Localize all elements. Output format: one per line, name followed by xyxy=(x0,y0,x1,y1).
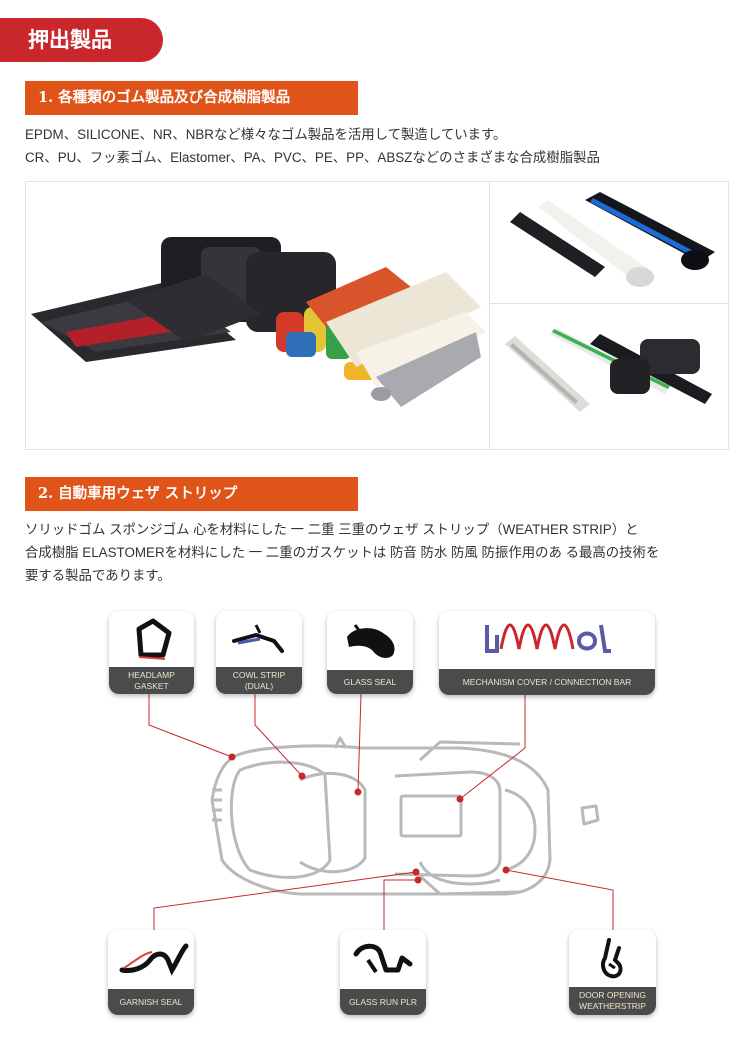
section-heading-weather-strip: 2. 自動車用ウェザ ストリップ xyxy=(25,477,358,511)
card-garnish-seal: GARNISH SEAL xyxy=(108,930,194,1015)
section2-line-3: 要する製品であります。 xyxy=(25,568,171,583)
door-opening-icon xyxy=(601,938,623,979)
section2-text: ソリッドゴム スポンジゴム 心を材料にした 一 二重 三重のウェザ ストリップ（… xyxy=(25,518,735,587)
page-title: 押出製品 xyxy=(0,18,163,62)
card-mechanism-cover: MECHANISM COVER / CONNECTION BAR xyxy=(439,611,655,695)
card-glass-seal: GLASS SEAL xyxy=(327,611,413,694)
section2-line-2: 合成樹脂 ELASTOMERを材料にした 一 二重のガスケットは 防音 防水 防… xyxy=(25,545,660,560)
glass-run-icon xyxy=(353,943,413,974)
cowl-strip-label: COWL STRIP(DUAL) xyxy=(216,667,302,694)
glass-seal-label: GLASS SEAL xyxy=(327,670,413,694)
mechanism-cover-icon xyxy=(485,623,611,653)
extrusion-profiles-photo xyxy=(31,237,486,407)
seal-profiles-photo-top xyxy=(510,192,715,287)
connection-dots xyxy=(228,753,510,884)
card-glass-run: GLASS RUN PLR xyxy=(340,930,426,1015)
section2-line-1: ソリッドゴム スポンジゴム 心を材料にした 一 二重 三重のウェザ ストリップ（… xyxy=(25,522,639,537)
card-cowl-strip: COWL STRIP(DUAL) xyxy=(216,611,302,694)
glass-seal-icon xyxy=(347,624,395,658)
mechanism-cover-label: MECHANISM COVER / CONNECTION BAR xyxy=(439,669,655,695)
glass-run-label: GLASS RUN PLR xyxy=(340,989,426,1015)
section-heading-rubber-products: 1. 各種類のゴム製品及び合成樹脂製品 xyxy=(25,81,358,115)
garnish-seal-icon xyxy=(119,943,189,976)
product-photo-collage xyxy=(25,181,729,450)
section1-line-2: CR、PU、フッ素ゴム、Elastomer、PA、PVC、PE、PP、ABSZな… xyxy=(25,150,600,165)
section1-text: EPDM、SILICONE、NR、NBRなど様々なゴム製品を活用して製造していま… xyxy=(25,123,735,169)
headlamp-gasket-icon xyxy=(136,618,172,660)
section1-line-1: EPDM、SILICONE、NR、NBRなど様々なゴム製品を活用して製造していま… xyxy=(25,127,507,142)
leader-lines xyxy=(148,693,614,932)
cowl-strip-icon xyxy=(232,624,284,653)
garnish-seal-label: GARNISH SEAL xyxy=(108,989,194,1015)
seal-profiles-photo-bottom xyxy=(505,328,712,412)
car-outline xyxy=(210,736,600,896)
